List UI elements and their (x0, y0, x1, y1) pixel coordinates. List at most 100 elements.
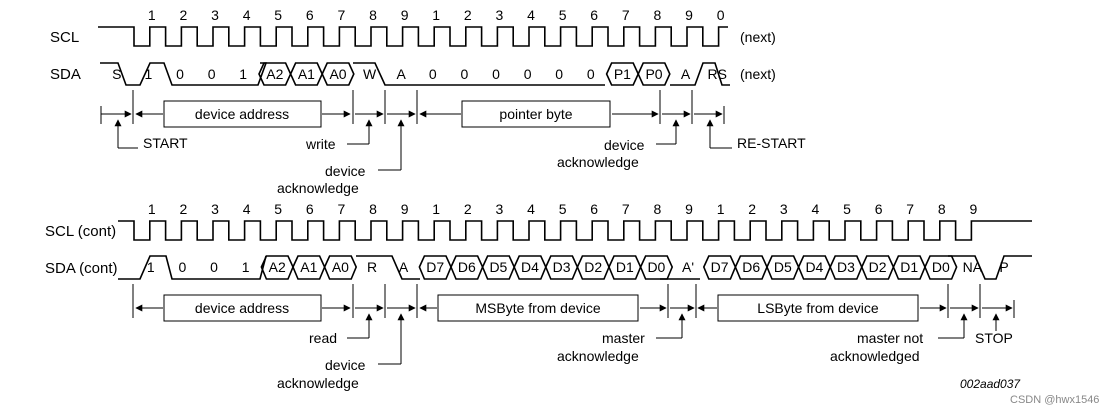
top-markers (100, 90, 725, 124)
sda-bit-cell (639, 255, 674, 280)
sda-bit: D6 (742, 259, 760, 275)
device-address-label: device address (195, 106, 289, 122)
sda-bit: 0 (429, 66, 437, 82)
sda-bit: D1 (616, 259, 634, 275)
bottom-sda-waveform (118, 255, 1032, 280)
clock-number: 8 (938, 201, 946, 217)
device-ack-label-4: acknowledge (277, 375, 359, 391)
sda-bit-cell (321, 62, 355, 86)
master-ack-label-1: master (602, 330, 645, 346)
clock-number: 5 (559, 201, 567, 217)
clock-number: 4 (527, 7, 535, 23)
sda-bit: P0 (645, 66, 662, 82)
sda-bit: D0 (932, 259, 950, 275)
device-ack2-label-2: acknowledge (557, 154, 639, 170)
top-annotations: START write device acknowledge device ac… (114, 119, 806, 196)
sda-bit: A (681, 66, 691, 82)
msbyte-box (437, 294, 639, 322)
clock-number: 4 (243, 201, 251, 217)
sda-bit: D5 (489, 259, 507, 275)
clock-number: 6 (875, 201, 883, 217)
sda-line-cont (118, 255, 1032, 280)
sda-bit: A2 (266, 66, 283, 82)
device-ack-label-1: device (325, 163, 366, 179)
clock-number: 2 (464, 7, 472, 23)
sda-bit: 0 (176, 66, 184, 82)
clock-number: 5 (274, 7, 282, 23)
restart-label: RE-START (737, 135, 806, 151)
clock-number: 5 (559, 7, 567, 23)
read-label: read (309, 330, 337, 346)
device-address-box-2 (163, 294, 322, 322)
sda-bit: D2 (869, 259, 887, 275)
sda-bit: A (399, 259, 409, 275)
clock-number: 6 (590, 201, 598, 217)
clock-number: 7 (622, 201, 630, 217)
scl-cont-label: SCL (cont) (45, 223, 116, 240)
bottom-annotations: read device acknowledge master acknowled… (277, 313, 1013, 391)
sda-bit: D0 (647, 259, 665, 275)
sda-bit: D4 (805, 259, 823, 275)
sda-bit: 0 (208, 66, 216, 82)
sda-bit: D2 (584, 259, 602, 275)
bottom-scl-waveform (118, 220, 1032, 241)
sda-bit: 1 (145, 66, 153, 82)
clock-number: 9 (401, 201, 409, 217)
sda-bit: P (999, 259, 1008, 275)
sda-bit: R (367, 259, 377, 275)
lsbyte-label: LSByte from device (757, 300, 879, 316)
clock-number: 7 (906, 201, 914, 217)
sda-bit: A2 (269, 259, 286, 275)
pointer-byte-label: pointer byte (499, 106, 572, 122)
sda-bit: D6 (458, 259, 476, 275)
top-scl-waveform (98, 26, 728, 47)
clock-number: 2 (464, 201, 472, 217)
sda-bit-cell (323, 255, 358, 280)
sda-bit: A1 (298, 66, 315, 82)
clock-number: 7 (622, 7, 630, 23)
device-address-box (163, 100, 322, 128)
clock-number: 2 (180, 7, 188, 23)
sda-bit: 0 (179, 259, 187, 275)
sda-bit-cell (924, 255, 958, 280)
sda-bit: 0 (461, 66, 469, 82)
scl-next-label: (next) (740, 29, 776, 45)
master-nack-label-1: master not (857, 330, 923, 346)
clock-number: 8 (654, 7, 662, 23)
clock-number: 3 (211, 201, 219, 217)
stop-label: STOP (975, 330, 1013, 346)
clock-number: 5 (274, 201, 282, 217)
sda-bit: A1 (300, 259, 317, 275)
sda-bit: 0 (555, 66, 563, 82)
sda-bit: 1 (242, 259, 250, 275)
clock-number: 3 (780, 201, 788, 217)
sda-bit: 0 (210, 259, 218, 275)
clock-number: 4 (527, 201, 535, 217)
clock-number: 8 (369, 7, 377, 23)
sda-bit: 1 (147, 259, 155, 275)
clock-number: 4 (243, 7, 251, 23)
sda-bit: 0 (587, 66, 595, 82)
clock-number: 8 (369, 201, 377, 217)
device-address-label-2: device address (195, 300, 289, 316)
sda-bit: 0 (524, 66, 532, 82)
sda-bit: RS (707, 66, 726, 82)
sda-bit: D1 (900, 259, 918, 275)
master-nack-label-2: acknowledged (830, 348, 920, 364)
sda-bit: A0 (329, 66, 346, 82)
clock-number: 1 (432, 7, 440, 23)
sda-bit: S (112, 66, 121, 82)
clock-number: 3 (496, 201, 504, 217)
sda-bit: A (397, 66, 407, 82)
clock-number: 9 (685, 201, 693, 217)
clock-number: 9 (970, 201, 978, 217)
clock-number: 1 (717, 201, 725, 217)
sda-cont-label: SDA (cont) (45, 260, 118, 277)
device-ack2-label-1: device (604, 137, 645, 153)
clock-number: 1 (432, 201, 440, 217)
clock-number: 0 (717, 7, 725, 23)
